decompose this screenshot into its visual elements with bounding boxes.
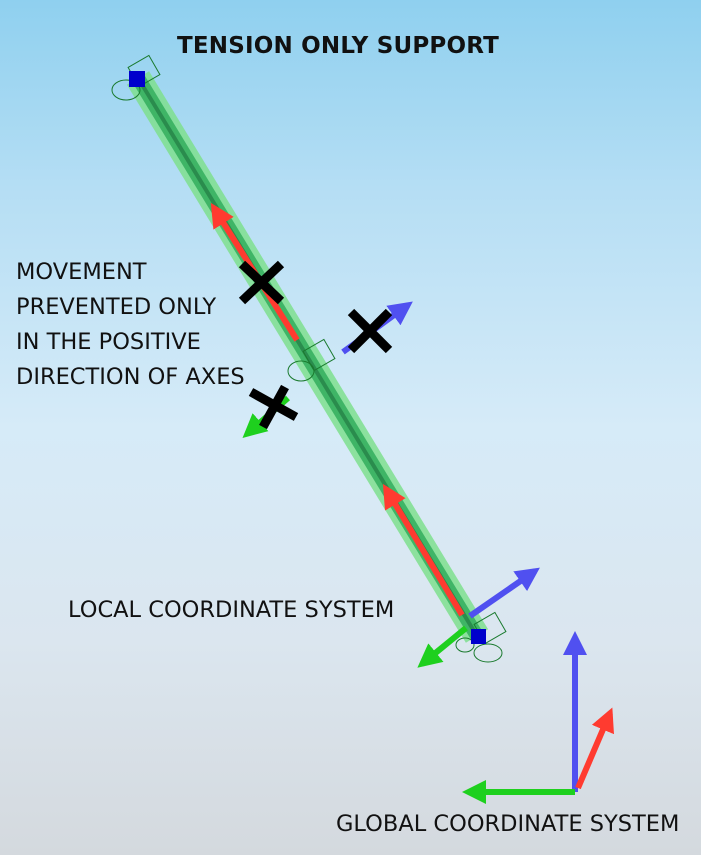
global-coordinate-axes bbox=[462, 631, 614, 804]
local-y-arrow bbox=[417, 625, 468, 668]
member-x-arrow-lower bbox=[382, 483, 465, 617]
diagram-title: TENSION ONLY SUPPORT bbox=[177, 33, 499, 59]
movement-note: MOVEMENT PREVENTED ONLY IN THE POSITIVE … bbox=[16, 259, 245, 390]
global-coordinate-label: GLOBAL COORDINATE SYSTEM bbox=[336, 811, 680, 837]
blocked-mark-z-axis bbox=[347, 308, 393, 354]
bottom-support-symbol bbox=[455, 611, 507, 663]
mid-support-symbol bbox=[287, 338, 336, 382]
local-z-arrow bbox=[468, 567, 540, 619]
local-coordinate-label: LOCAL COORDINATE SYSTEM bbox=[68, 597, 395, 623]
blocked-mark-x-axis bbox=[238, 260, 285, 305]
bottom-node[interactable] bbox=[471, 629, 486, 644]
global-x-arrow bbox=[575, 707, 614, 790]
blocked-mark-y-axis bbox=[248, 384, 299, 430]
top-node[interactable] bbox=[129, 71, 145, 87]
local-coordinate-axes bbox=[417, 567, 540, 668]
